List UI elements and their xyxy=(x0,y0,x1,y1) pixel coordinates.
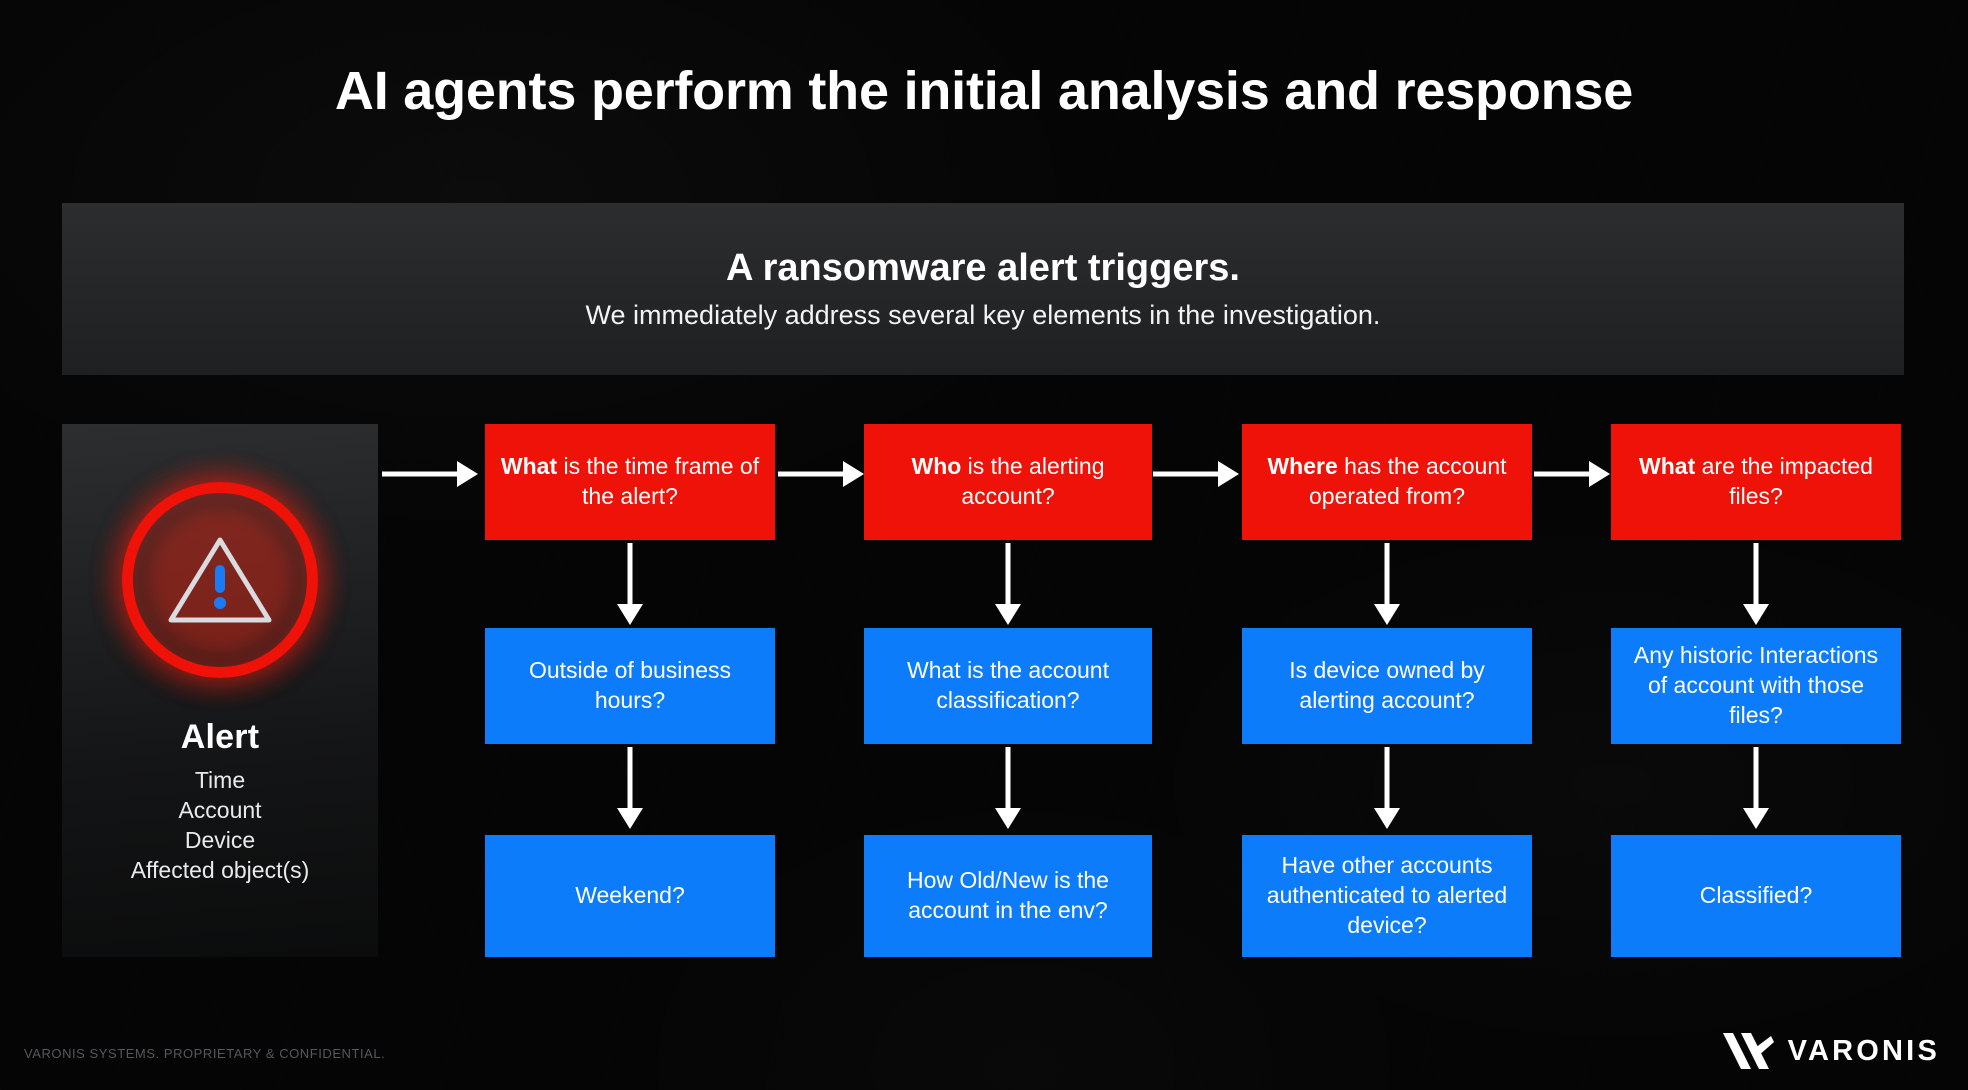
arrow-col3-to-col4 xyxy=(1534,461,1610,487)
question-box-alerting-account[interactable]: Who is the alerting account? xyxy=(864,424,1152,540)
followup-box-account-classification[interactable]: What is the account classification? xyxy=(864,628,1152,744)
question-rest: has the account operated from? xyxy=(1309,453,1507,509)
followup-text: Outside of business hours? xyxy=(528,657,731,713)
question-text: Where has the account operated from? xyxy=(1256,452,1518,512)
alert-field-list: Time Account Device Affected object(s) xyxy=(131,765,310,885)
arrow-col4-q-to-f1 xyxy=(1742,543,1770,625)
followup-text: Any historic Interactions of account wit… xyxy=(1633,642,1879,728)
arrow-col1-to-col2 xyxy=(778,461,864,487)
question-rest: is the time frame of the alert? xyxy=(557,453,760,509)
followup-text: What is the account classification? xyxy=(907,657,1109,713)
question-lead: Where xyxy=(1267,453,1338,480)
followup-text: Have other accounts authenticated to ale… xyxy=(1266,852,1508,938)
arrow-col4-f1-to-f2 xyxy=(1742,747,1770,829)
followup-text: Classified? xyxy=(1699,882,1813,909)
question-text: What are the impacted files? xyxy=(1625,452,1887,512)
banner-headline: A ransomware alert triggers. xyxy=(726,247,1240,289)
question-text: What is the time frame of the alert? xyxy=(499,452,761,512)
alert-card: Alert Time Account Device Affected objec… xyxy=(62,424,378,957)
varonis-wordmark: VARONIS xyxy=(1787,1034,1940,1067)
banner-panel: A ransomware alert triggers. We immediat… xyxy=(62,203,1904,375)
followup-box-weekend[interactable]: Weekend? xyxy=(485,835,775,957)
followup-box-outside-business-hours[interactable]: Outside of business hours? xyxy=(485,628,775,744)
arrow-alert-to-col1 xyxy=(382,461,478,487)
followup-text: How Old/New is the account in the env? xyxy=(907,867,1109,923)
followup-box-historic-interactions[interactable]: Any historic Interactions of account wit… xyxy=(1611,628,1901,744)
followup-text: Weekend? xyxy=(575,882,685,909)
arrow-col1-f1-to-f2 xyxy=(616,747,644,829)
alert-field: Device xyxy=(184,827,256,853)
followup-text: Is device owned by alerting account? xyxy=(1289,657,1485,713)
alert-ring-icon xyxy=(122,482,318,678)
followup-box-device-ownership[interactable]: Is device owned by alerting account? xyxy=(1242,628,1532,744)
confidentiality-note: VARONIS SYSTEMS. PROPRIETARY & CONFIDENT… xyxy=(24,1046,386,1061)
arrow-col2-q-to-f1 xyxy=(994,543,1022,625)
followup-box-classified[interactable]: Classified? xyxy=(1611,835,1901,957)
question-box-time-frame[interactable]: What is the time frame of the alert? xyxy=(485,424,775,540)
question-box-impacted-files[interactable]: What are the impacted files? xyxy=(1611,424,1901,540)
alert-field: Affected object(s) xyxy=(130,857,310,883)
alert-triangle-icon xyxy=(168,537,272,623)
question-rest: are the impacted files? xyxy=(1695,453,1873,509)
arrow-col3-f1-to-f2 xyxy=(1373,747,1401,829)
arrow-col2-f1-to-f2 xyxy=(994,747,1022,829)
question-box-account-origin[interactable]: Where has the account operated from? xyxy=(1242,424,1532,540)
alert-icon-group xyxy=(96,456,344,704)
varonis-chevron-logo-icon xyxy=(1722,1033,1774,1069)
question-rest: is the alerting account? xyxy=(961,453,1105,509)
followup-box-account-age[interactable]: How Old/New is the account in the env? xyxy=(864,835,1152,957)
alert-title: Alert xyxy=(180,718,260,756)
followup-box-other-accounts-authenticated[interactable]: Have other accounts authenticated to ale… xyxy=(1242,835,1532,957)
question-text: Who is the alerting account? xyxy=(878,452,1138,512)
varonis-logo: VARONIS xyxy=(1721,1030,1940,1072)
arrow-col3-q-to-f1 xyxy=(1373,543,1401,625)
banner-subhead: We immediately address several key eleme… xyxy=(585,300,1381,330)
page-title: AI agents perform the initial analysis a… xyxy=(334,61,1634,121)
alert-field: Time xyxy=(194,767,246,793)
question-lead: What xyxy=(500,453,558,480)
alert-field: Account xyxy=(178,797,262,823)
question-lead: Who xyxy=(911,453,962,480)
question-lead: What xyxy=(1639,453,1696,480)
arrow-col1-q-to-f1 xyxy=(616,543,644,625)
arrow-col2-to-col3 xyxy=(1153,461,1239,487)
